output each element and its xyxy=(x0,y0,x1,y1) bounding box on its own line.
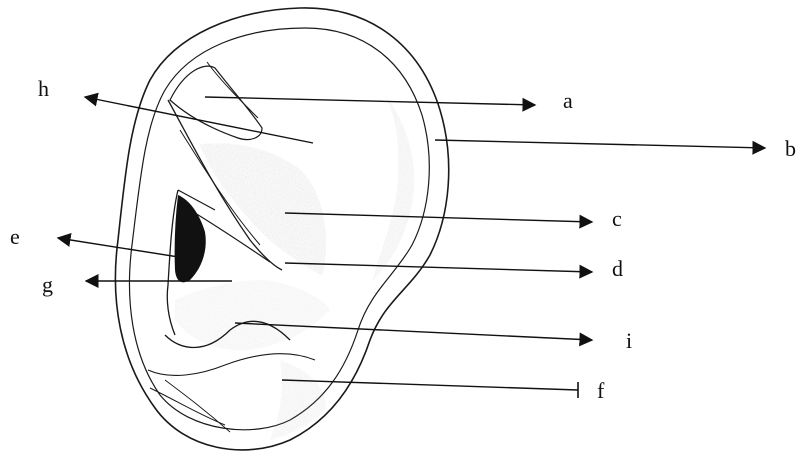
label-c: c xyxy=(612,208,622,230)
lobule-shading xyxy=(270,360,326,440)
arrow-d xyxy=(285,263,592,272)
lobule-line-2 xyxy=(150,388,225,425)
arrow-h xyxy=(85,97,313,143)
label-a: a xyxy=(563,90,573,112)
label-d: d xyxy=(612,258,623,280)
arrow-e xyxy=(58,238,185,258)
lobule-line-3 xyxy=(165,380,230,432)
label-f: f xyxy=(597,380,604,402)
concha-cavum xyxy=(175,280,330,350)
arrow-c xyxy=(285,213,592,222)
arrow-f xyxy=(282,380,578,390)
label-g: g xyxy=(42,274,53,296)
helix-shading xyxy=(372,95,414,282)
label-b: b xyxy=(785,138,796,160)
label-e: e xyxy=(10,226,20,248)
label-i: i xyxy=(626,330,632,352)
label-h: h xyxy=(38,78,49,100)
arrow-b xyxy=(435,140,765,148)
ear-canal-opening xyxy=(175,195,206,282)
arrow-a xyxy=(205,97,535,105)
